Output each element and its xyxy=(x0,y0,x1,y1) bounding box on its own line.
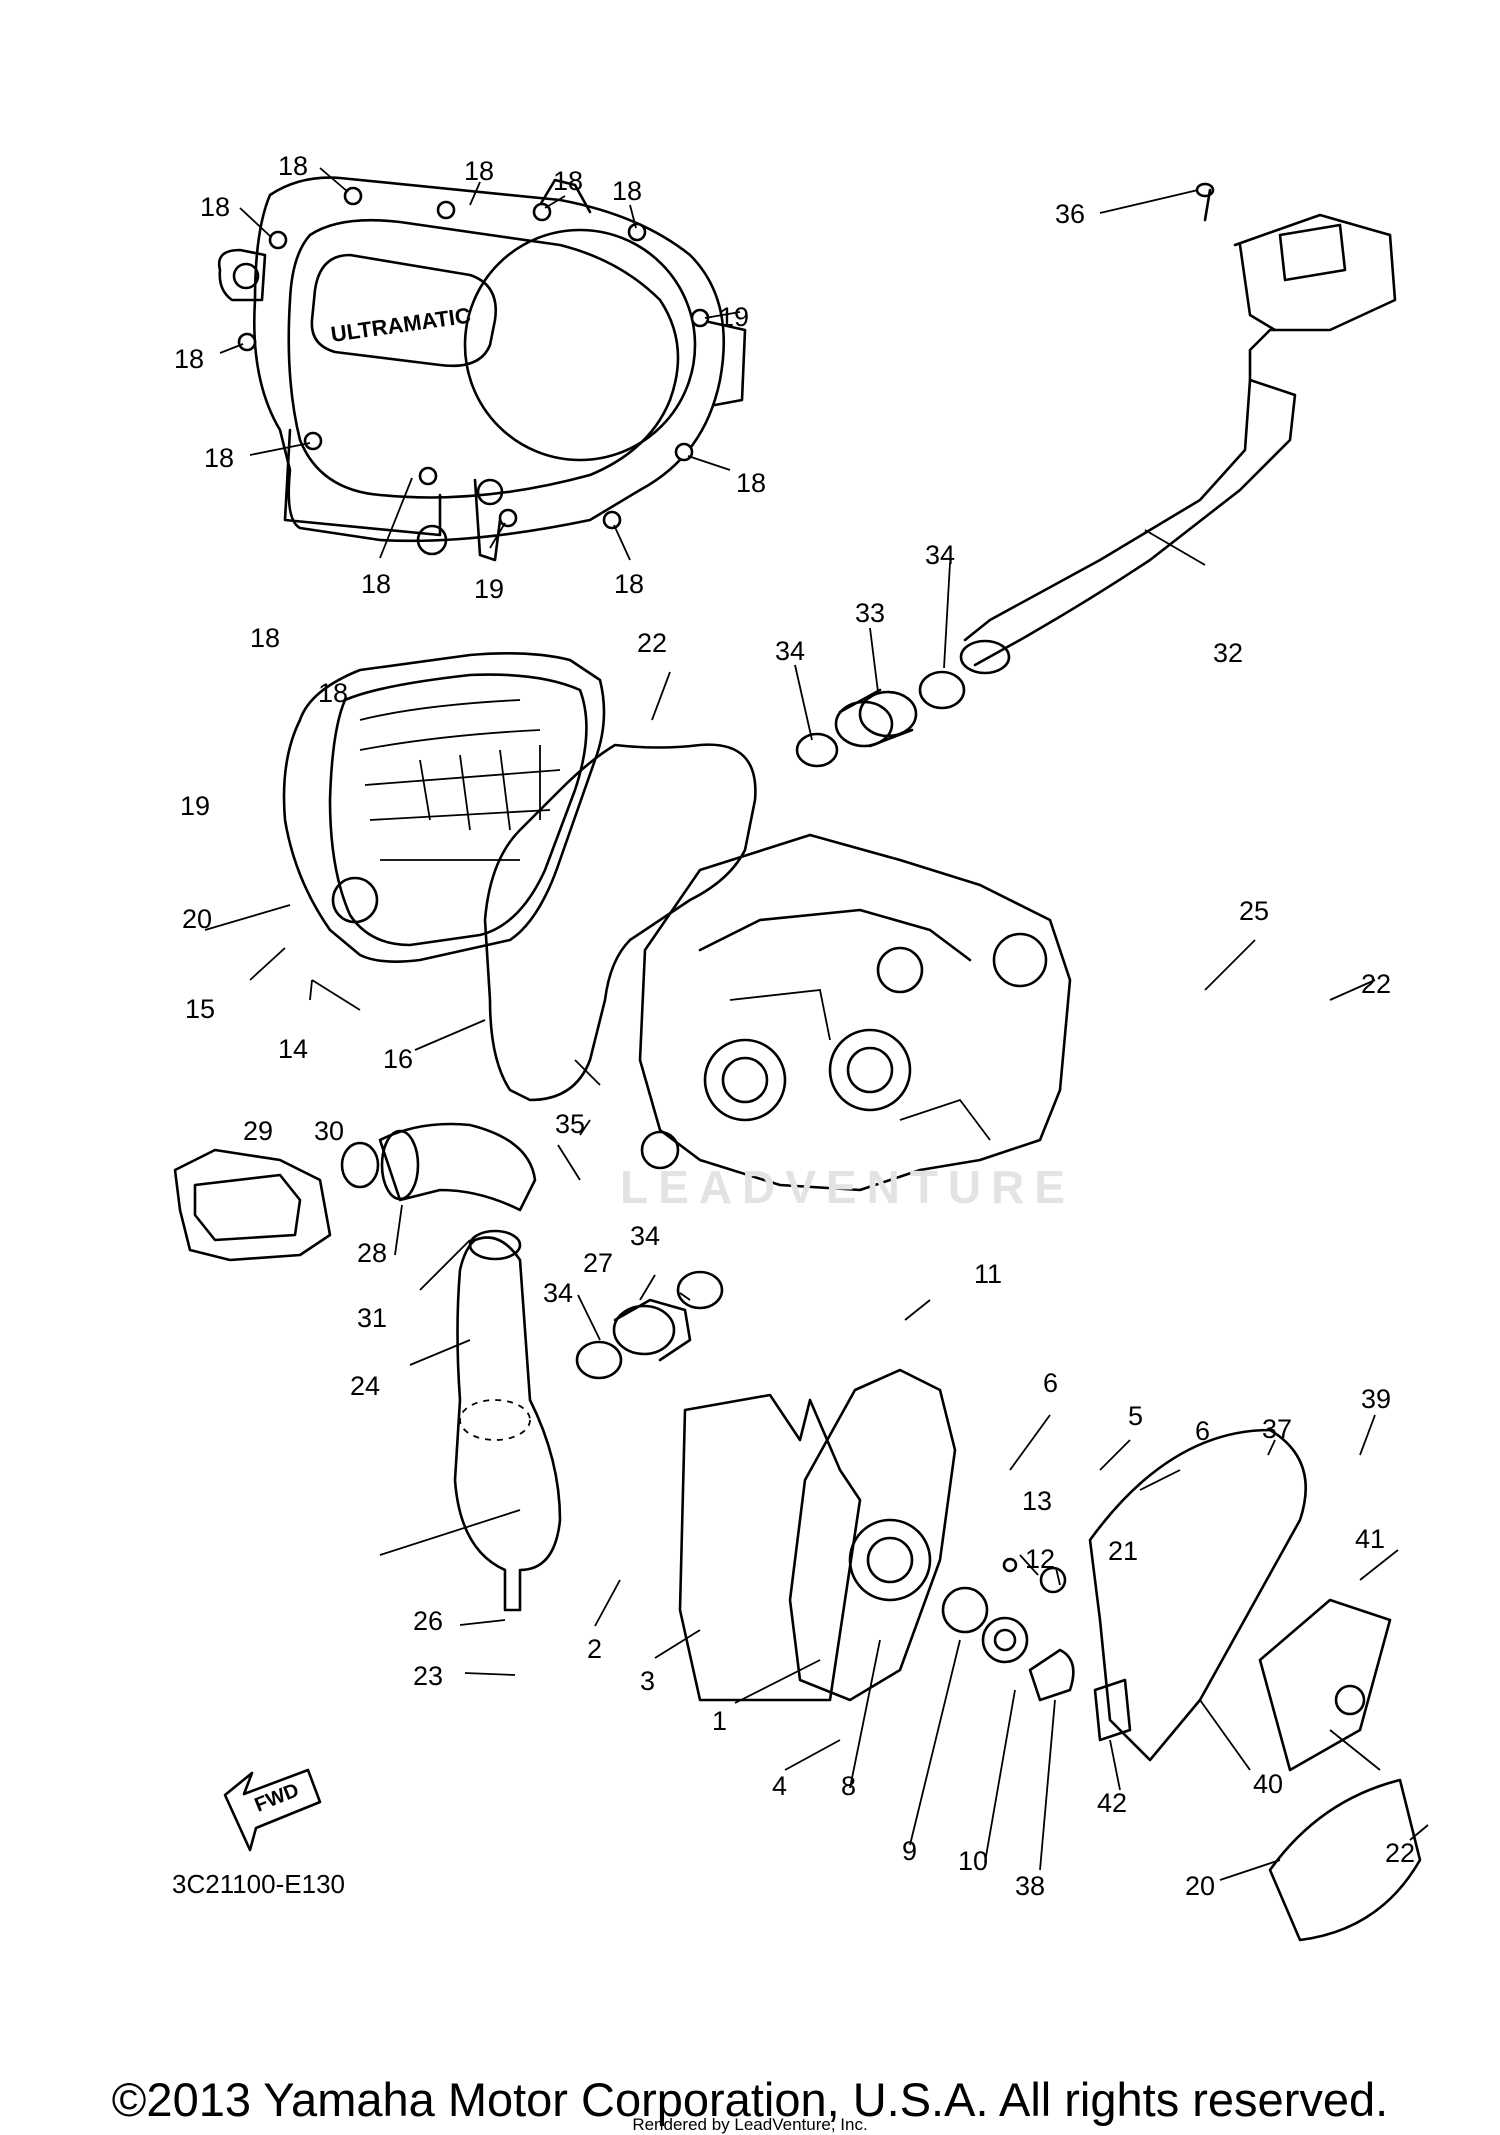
callout-number: 34 xyxy=(630,1221,660,1251)
callout-number: 2 xyxy=(587,1634,602,1664)
callout-number: 19 xyxy=(474,574,504,604)
callout-number: 26 xyxy=(413,1606,443,1636)
callout-number: 30 xyxy=(314,1116,344,1146)
callout-number: 9 xyxy=(902,1836,917,1866)
callout-number: 18 xyxy=(318,678,348,708)
fwd-arrow: FWD xyxy=(223,1768,322,1852)
callout-number: 19 xyxy=(719,302,749,332)
callout-number: 38 xyxy=(1015,1871,1045,1901)
callout-number: 18 xyxy=(614,569,644,599)
callout-number: 36 xyxy=(1055,199,1085,229)
leader-lines xyxy=(204,167,1429,1881)
callout-number: 16 xyxy=(383,1044,413,1074)
callout-number: 18 xyxy=(464,156,494,186)
callout-number: 1 xyxy=(712,1706,727,1736)
ultramatic-logo: ULTRAMATIC xyxy=(329,303,472,347)
callout-number: 6 xyxy=(1043,1368,1058,1398)
callout-number: 15 xyxy=(185,994,215,1024)
rendered-by-notice: Rendered by LeadVenture, Inc. xyxy=(632,2115,868,2134)
callout-number: 34 xyxy=(543,1278,573,1308)
callout-number: 18 xyxy=(204,443,234,473)
callout-number: 23 xyxy=(413,1661,443,1691)
callout-number: 22 xyxy=(1361,969,1391,999)
callout-number: 21 xyxy=(1108,1536,1138,1566)
callout-number: 13 xyxy=(1022,1486,1052,1516)
callout-number: 3 xyxy=(640,1666,655,1696)
callout-number: 18 xyxy=(612,176,642,206)
callout-number: 5 xyxy=(1128,1401,1143,1431)
callout-number: 18 xyxy=(174,344,204,374)
callout-number: 20 xyxy=(182,904,212,934)
callout-number: 19 xyxy=(180,791,210,821)
callout-number: 18 xyxy=(278,151,308,181)
callout-number: 12 xyxy=(1025,1544,1055,1574)
callout-number: 35 xyxy=(555,1109,585,1139)
joint-27 xyxy=(575,1270,724,1380)
air-duct-28 xyxy=(340,1122,537,1212)
callout-number: 20 xyxy=(1185,1871,1215,1901)
air-duct xyxy=(959,182,1397,675)
callout-number: 29 xyxy=(243,1116,273,1146)
callout-number: 34 xyxy=(775,636,805,666)
callout-number: 39 xyxy=(1361,1384,1391,1414)
callout-number: 25 xyxy=(1239,896,1269,926)
callout-number: 18 xyxy=(250,623,280,653)
callout-number: 18 xyxy=(553,166,583,196)
callout-number: 33 xyxy=(855,598,885,628)
callout-number: 31 xyxy=(357,1303,387,1333)
callout-number: 22 xyxy=(1385,1838,1415,1868)
callout-number: 8 xyxy=(841,1771,856,1801)
callout-labels: 18 18 18 18 18 18 19 18 18 18 19 18 36 3… xyxy=(174,151,1415,1901)
callout-number: 14 xyxy=(278,1034,308,1064)
cover-assy xyxy=(678,1368,1422,1942)
crankcase-cover-inner xyxy=(282,652,606,963)
watermark: LEADVENTURE xyxy=(620,1161,1076,1213)
callout-number: 11 xyxy=(974,1259,1002,1289)
callout-number: 42 xyxy=(1097,1788,1127,1818)
callout-number: 24 xyxy=(350,1371,380,1401)
crankcase xyxy=(638,833,1072,1192)
callout-number: 22 xyxy=(637,628,667,658)
callout-number: 27 xyxy=(583,1248,613,1278)
air-box-29 xyxy=(173,1148,332,1262)
callout-number: 40 xyxy=(1253,1769,1283,1799)
joint-33 xyxy=(795,670,966,768)
callout-number: 18 xyxy=(200,192,230,222)
callout-number: 41 xyxy=(1355,1524,1385,1554)
callout-number: 34 xyxy=(925,540,955,570)
callout-number: 28 xyxy=(357,1238,387,1268)
callout-number: 4 xyxy=(772,1771,787,1801)
callout-number: 37 xyxy=(1262,1414,1292,1444)
callout-number: 32 xyxy=(1213,638,1243,668)
callout-number: 18 xyxy=(736,468,766,498)
callout-number: 10 xyxy=(958,1846,988,1876)
duct-24 xyxy=(453,1229,562,1612)
callout-number: 18 xyxy=(361,569,391,599)
diagram-code: 3C21100-E130 xyxy=(172,1869,345,1899)
gasket xyxy=(483,743,757,1102)
copyright-notice: ©2013 Yamaha Motor Corporation, U.S.A. A… xyxy=(111,2073,1389,2126)
crankcase-cover-outer: ULTRAMATIC xyxy=(217,176,747,562)
callout-number: 6 xyxy=(1195,1416,1210,1446)
